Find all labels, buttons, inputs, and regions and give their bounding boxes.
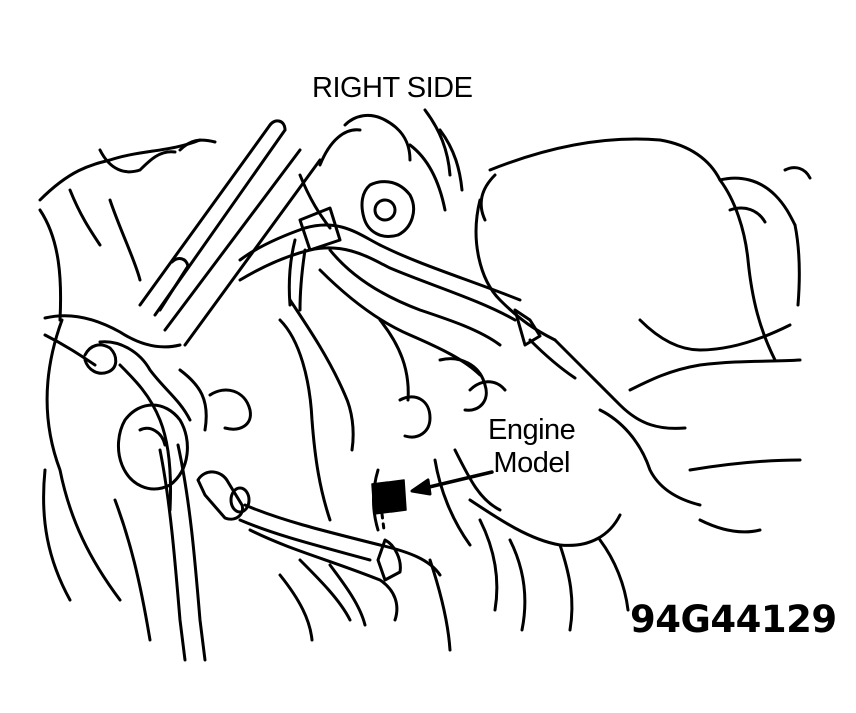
right-edge-pieces: [698, 166, 812, 534]
engine-model-tag-icon: [371, 479, 407, 515]
diagram-title: RIGHT SIDE: [312, 72, 473, 104]
left-clamp-assembly: [43, 314, 252, 512]
callout-line-1: Engine: [488, 414, 576, 446]
center-engine-block: [278, 108, 507, 582]
left-vertical-tube: [113, 443, 207, 662]
right-cylinder: [474, 137, 802, 507]
figure-id: 94G44129: [630, 598, 837, 641]
left-body-contours: [38, 138, 217, 602]
lower-engine-mass: [428, 498, 630, 652]
hose-fitting: [196, 470, 442, 642]
tag-dash-line: [380, 512, 386, 532]
callout-label: Engine Model: [488, 414, 576, 480]
callout-arrow-icon: [410, 470, 494, 496]
callout-line-2: Model: [493, 447, 570, 479]
